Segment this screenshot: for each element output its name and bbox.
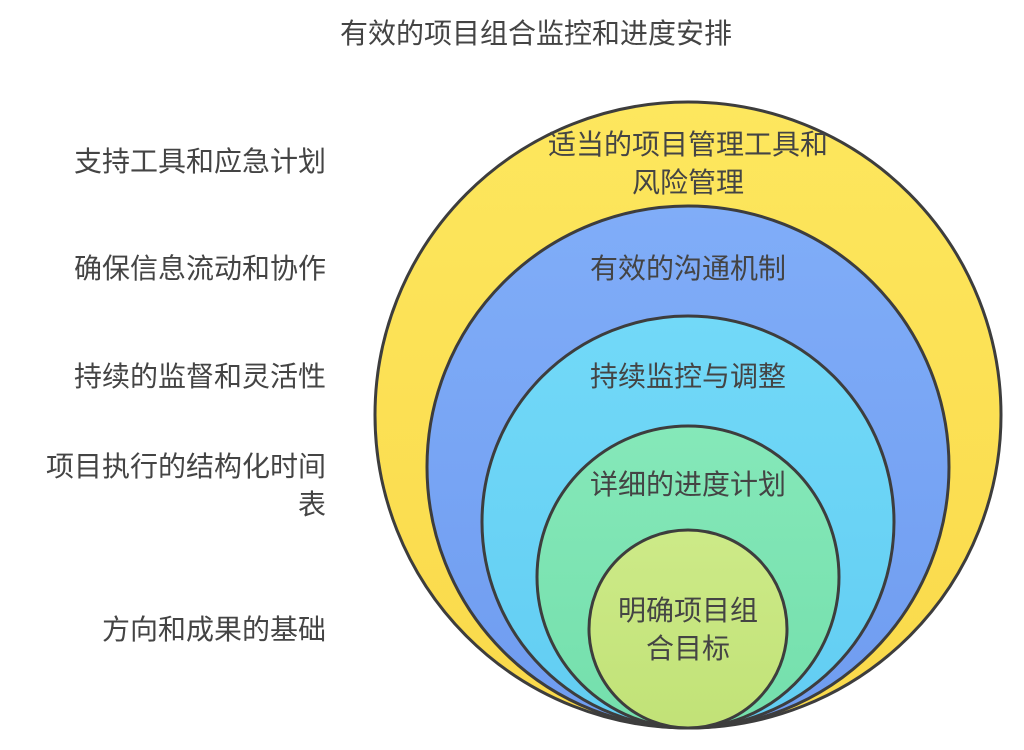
diagram-title: 有效的项目组合监控和进度安排 <box>339 17 732 50</box>
description-layer-1: 支持工具和应急计划 <box>73 145 326 178</box>
description-layer-4: 项目执行的结构化时间 表 <box>45 450 326 521</box>
layer-5-label: 明确项目组 合目标 <box>617 594 758 665</box>
layer-descriptions: 支持工具和应急计划 确保信息流动和协作 持续的监督和灵活性 项目执行的结构化时间… <box>0 0 326 750</box>
layer-1-label: 适当的项目管理工具和 风险管理 <box>547 128 828 199</box>
description-layer-2: 确保信息流动和协作 <box>73 252 326 285</box>
description-layer-3: 持续的监督和灵活性 <box>73 360 326 393</box>
layer-3-label: 持续监控与调整 <box>589 360 786 393</box>
description-layer-5: 方向和成果的基础 <box>101 613 326 646</box>
layer-4-label: 详细的进度计划 <box>589 468 786 501</box>
layer-2-label: 有效的沟通机制 <box>589 252 786 285</box>
layer-5-circle <box>587 528 789 730</box>
